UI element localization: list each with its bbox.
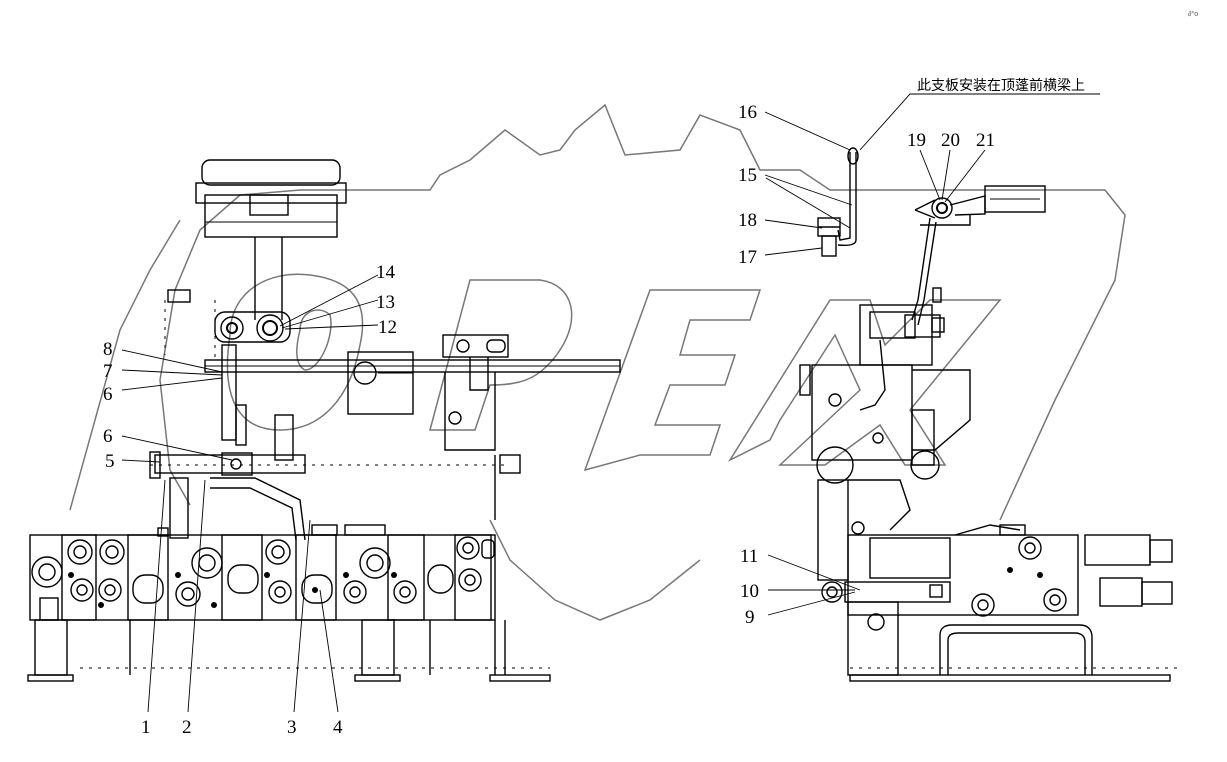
callout-1: 1: [141, 717, 151, 738]
callout-14: 14: [376, 262, 396, 283]
corner-mark: ∂°o: [1188, 10, 1198, 18]
leader-lines: [121, 93, 1100, 713]
callout-4: 4: [333, 717, 343, 738]
callout-11: 11: [740, 546, 758, 567]
callout-13: 13: [376, 292, 395, 313]
callout-10: 10: [740, 581, 759, 602]
callout-3: 3: [287, 717, 297, 738]
callout-7: 7: [103, 361, 113, 382]
callout-17: 17: [738, 247, 757, 268]
opex-watermark: ∂°o: [69, 10, 1198, 621]
callout-5: 5: [105, 451, 115, 472]
callout-6-upper: 6: [103, 384, 113, 405]
callout-20: 20: [941, 130, 960, 151]
callout-21: 21: [976, 130, 995, 151]
callout-15: 15: [738, 165, 757, 186]
callout-2: 2: [182, 717, 192, 738]
callout-9: 9: [745, 607, 755, 628]
callout-labels: 1 2 3 4 5 6 6 7 8 9 10 11 12 13 14 15 16…: [103, 102, 995, 738]
callout-12: 12: [378, 317, 397, 338]
callout-19: 19: [907, 130, 926, 151]
callout-6-lower: 6: [103, 426, 113, 447]
installation-note: 此支板安装在顶蓬前横梁上: [917, 77, 1085, 94]
callout-18: 18: [738, 210, 757, 231]
valve-section-row: [31, 534, 492, 621]
left-view-assembly: [27, 159, 621, 682]
callout-16: 16: [738, 102, 757, 123]
callout-8: 8: [103, 339, 113, 360]
